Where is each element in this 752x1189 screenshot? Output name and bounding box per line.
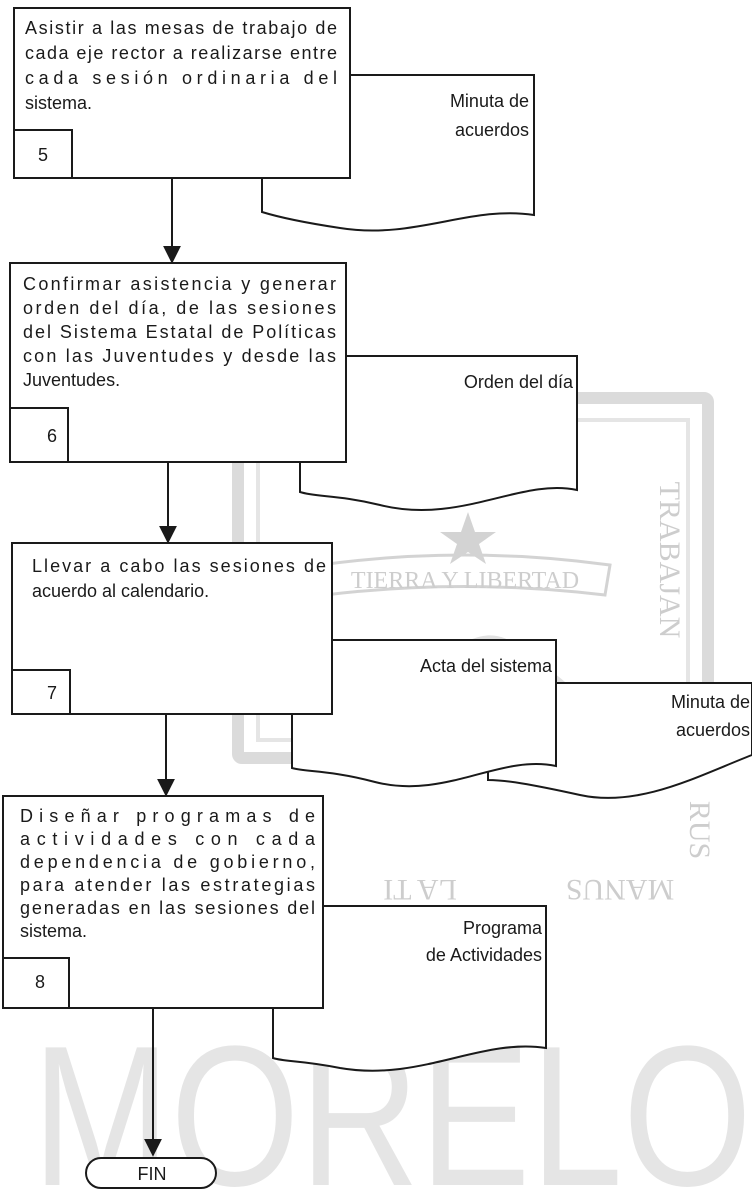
watermark-motto: TIERRA Y LIBERTAD [351,568,579,594]
connectors [144,178,181,1157]
step-description-line: Diseñar programas de [20,806,315,826]
document-label: de Actividades [426,945,542,965]
step-description-line: generadas en las sesiones del [20,898,315,918]
step-description-line: cada eje rector a realizarse entre [25,43,337,63]
document-label: acuerdos [676,720,750,740]
step-description-line: Confirmar asistencia y generar [23,274,336,294]
document-label: Programa [463,918,543,938]
document-label: Minuta de [450,91,529,111]
step-description-line: para atender las estrategias [20,875,315,895]
step-number: 8 [35,972,45,992]
document-label: acuerdos [455,120,529,140]
step-description-line: sistema. [20,921,87,941]
step-number: 7 [47,683,57,703]
document-shape: Acta del sistema [291,639,557,788]
process-step: 5 Asistir a las mesas de trabajo de cada… [13,7,351,179]
step-number-box [13,129,73,179]
terminator-label: FIN [138,1164,167,1184]
step-number-box [11,669,71,715]
step-description-line: orden del día, de las sesiones [23,298,336,318]
step-description-line: Juventudes. [23,370,120,390]
terminator-shape [85,1157,217,1189]
document-outline [272,905,547,1072]
document-label: Minuta de [671,692,750,712]
step-description-line: dependencia de gobierno, [20,852,315,872]
seal-motto-ribbon [318,553,612,597]
step-number: 5 [38,145,48,165]
step-number-box [2,957,70,1009]
document-outline [291,639,557,788]
step-description-line: Asistir a las mesas de trabajo de [25,18,337,38]
document-label: Acta del sistema [420,656,553,676]
watermark-seal-word: RUS [683,801,716,859]
process-step: 8 Diseñar programas de actividades con c… [2,795,324,1009]
step-description-line: sistema. [25,93,92,113]
document-shape: Programa de Actividades [272,905,547,1072]
step-description-line: actividades con cada [20,829,316,849]
step-number-box [9,407,69,463]
step-description-line: Llevar a cabo las sesiones de [32,556,326,576]
seal-star-icon [440,512,496,564]
watermark-seal-word: LA TI [383,873,457,906]
document-label: Orden del día [464,372,574,392]
document-shape: Orden del día [299,355,578,511]
process-step: 7 Llevar a cabo las sesiones de acuerdo … [11,542,333,715]
document-outline [299,355,578,511]
step-description-line: del Sistema Estatal de Políticas [23,322,336,342]
watermark-seal-word: TRABAJAN [653,482,686,639]
watermark-seal-word: MANUS [566,873,674,906]
process-step: 6 Confirmar asistencia y generar orden d… [9,262,347,463]
terminator: FIN [85,1157,217,1189]
step-description-line: acuerdo al calendario. [32,581,209,601]
step-number: 6 [47,426,57,446]
